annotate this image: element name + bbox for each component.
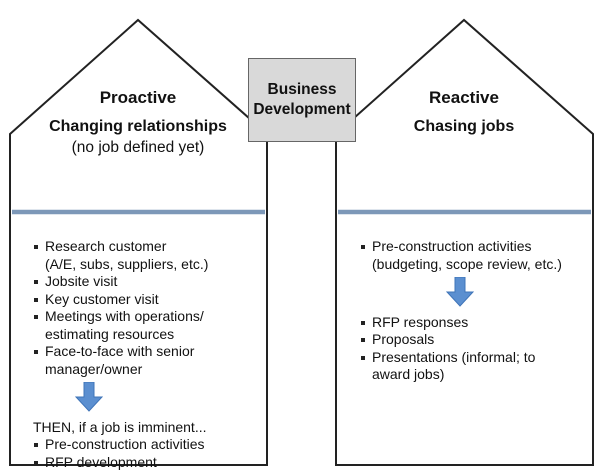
proactive-title: Proactive — [99, 88, 177, 107]
reactive-subtitle: Chasing jobs — [413, 118, 515, 135]
proactive-list: Research customer (A/E, subs, suppliers,… — [33, 238, 208, 471]
list-item: Pre-construction activities (budgeting, … — [360, 238, 562, 273]
list-item: Face-to-face with senior manager/owner — [33, 343, 208, 378]
down-arrow-icon — [445, 276, 475, 307]
list-item: Key customer visit — [33, 291, 208, 309]
reactive-title: Reactive — [429, 88, 499, 107]
center-line-1: Business — [267, 81, 337, 98]
reactive-list: Pre-construction activities (budgeting, … — [360, 238, 562, 384]
then-text: THEN, if a job is imminent... — [33, 418, 207, 435]
list-item: Research customer (A/E, subs, suppliers,… — [33, 238, 208, 273]
down-arrow-icon — [74, 381, 104, 412]
list-item: Pre-construction activities — [33, 436, 208, 454]
list-item: Proposals — [360, 331, 562, 349]
list-item: Jobsite visit — [33, 273, 208, 291]
center-line-2: Development — [253, 101, 351, 118]
list-item: RFP responses — [360, 314, 562, 332]
business-development-box: Business Development — [248, 58, 356, 142]
list-item: RFP development — [33, 454, 208, 472]
list-item: Presentations (informal; to award jobs) — [360, 349, 562, 384]
proactive-note: (no job defined yet) — [71, 139, 205, 156]
proactive-subtitle: Changing relationships — [49, 118, 227, 135]
reactive-house-outline — [335, 18, 594, 466]
list-item: Meetings with operations/ estimating res… — [33, 308, 208, 343]
proactive-house-outline — [9, 18, 268, 466]
